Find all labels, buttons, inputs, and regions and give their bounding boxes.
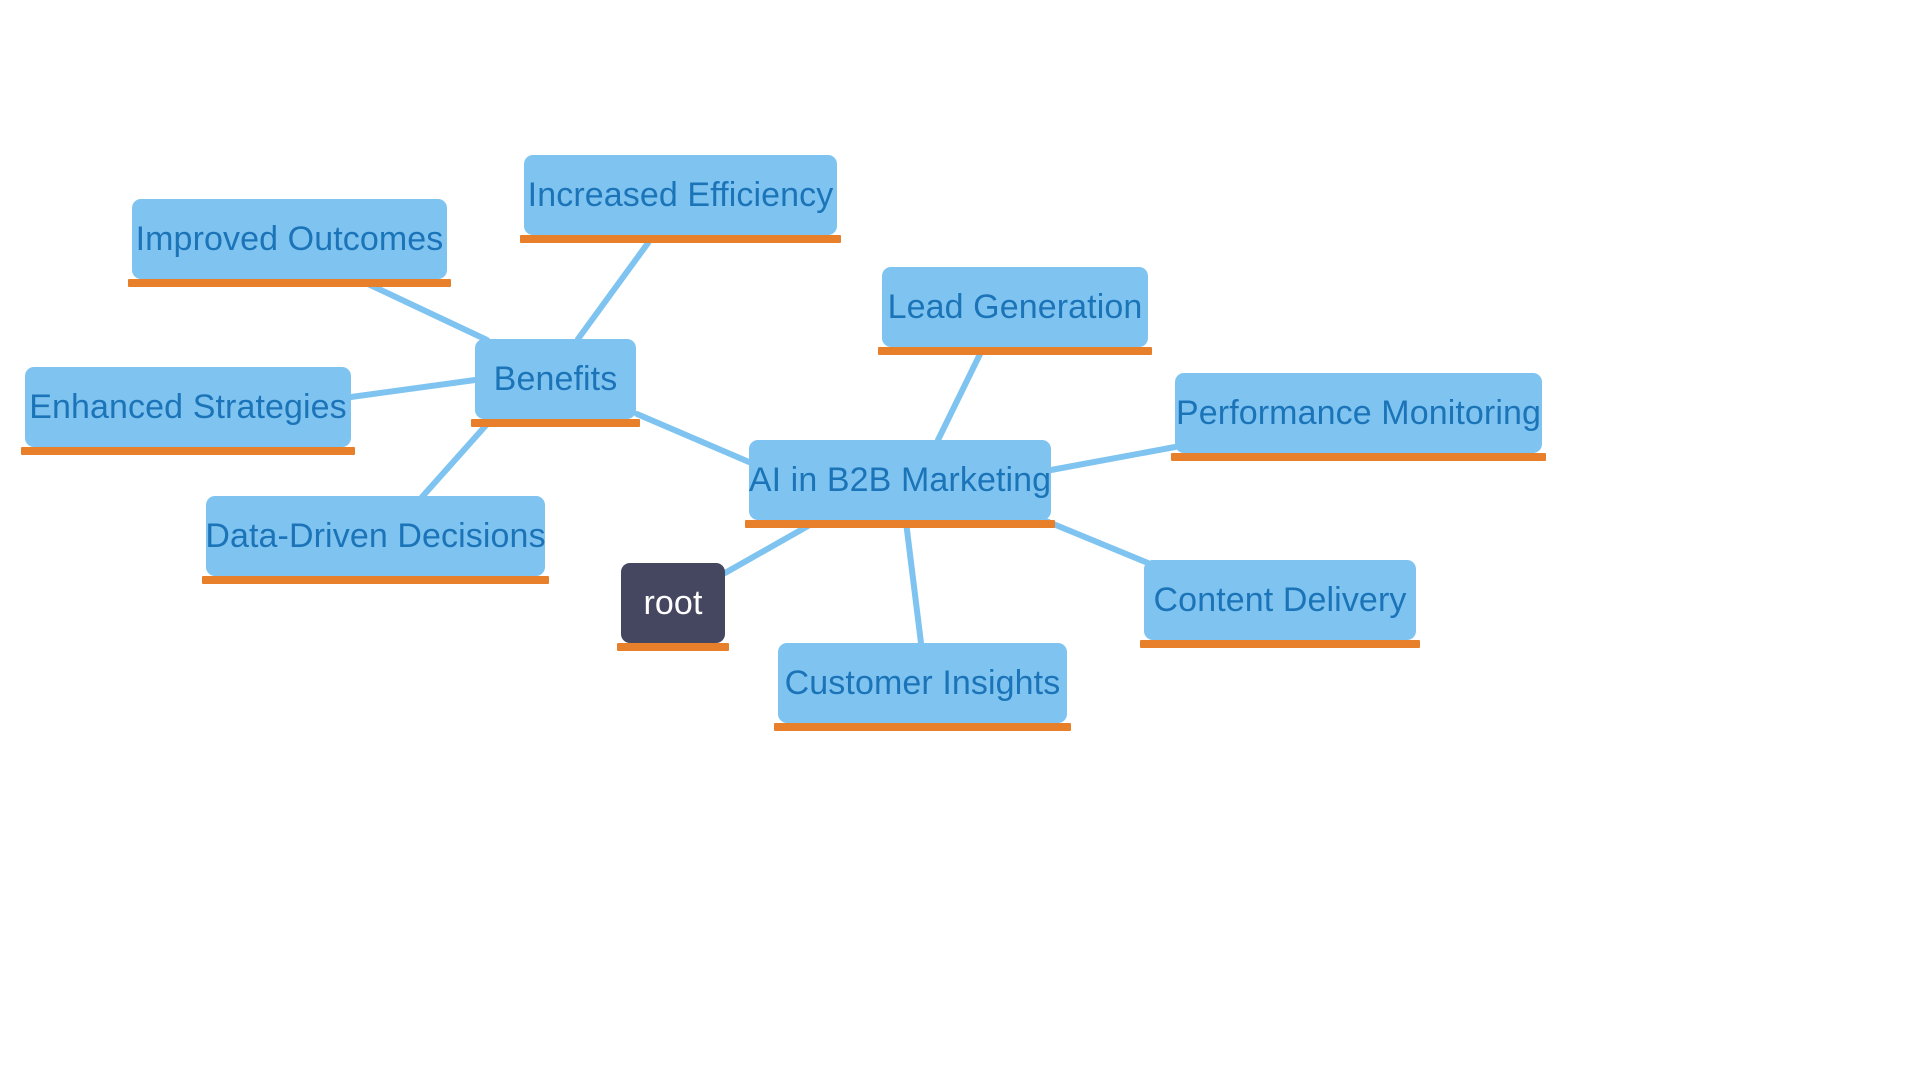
node-label-performance-monitoring: Performance Monitoring xyxy=(1175,393,1542,432)
node-underline-lead-generation xyxy=(878,347,1152,355)
node-label-lead-generation: Lead Generation xyxy=(887,287,1143,326)
node-label-increased-efficiency: Increased Efficiency xyxy=(527,175,834,214)
node-improved-outcomes[interactable]: Improved Outcomes xyxy=(128,199,451,287)
node-label-data-driven-decisions: Data-Driven Decisions xyxy=(205,516,546,555)
node-underline-root xyxy=(617,643,729,651)
edge-ai-b2b-to-lead-generation xyxy=(935,347,985,443)
node-label-customer-insights: Customer Insights xyxy=(784,663,1061,702)
node-enhanced-strategies[interactable]: Enhanced Strategies xyxy=(21,367,355,455)
edge-benefits-to-enhanced-strategies xyxy=(348,377,478,400)
node-data-driven-decisions[interactable]: Data-Driven Decisions xyxy=(202,496,549,584)
node-underline-enhanced-strategies xyxy=(21,447,355,455)
edge-benefits-to-data-driven-decisions xyxy=(419,420,491,500)
node-underline-performance-monitoring xyxy=(1171,453,1546,461)
node-benefits[interactable]: Benefits xyxy=(471,339,640,427)
node-root[interactable]: root xyxy=(617,563,729,651)
edge-ai-b2b-to-customer-insights xyxy=(903,519,924,646)
node-underline-benefits xyxy=(471,419,640,427)
edge-root-to-ai-b2b xyxy=(722,519,818,576)
edge-ai-b2b-to-benefits xyxy=(634,411,752,465)
node-label-content-delivery: Content Delivery xyxy=(1153,580,1407,619)
node-underline-ai-b2b xyxy=(745,520,1055,528)
node-label-enhanced-strategies: Enhanced Strategies xyxy=(29,387,347,426)
edge-ai-b2b-to-performance-monitoring xyxy=(1048,444,1178,473)
node-performance-monitoring[interactable]: Performance Monitoring xyxy=(1171,373,1546,461)
edge-ai-b2b-to-content-delivery xyxy=(1043,518,1151,566)
edge-benefits-to-improved-outcomes xyxy=(363,280,490,343)
node-label-benefits: Benefits xyxy=(493,359,618,398)
node-underline-data-driven-decisions xyxy=(202,576,549,584)
node-label-ai-b2b: AI in B2B Marketing xyxy=(748,460,1052,499)
node-underline-content-delivery xyxy=(1140,640,1420,648)
node-content-delivery[interactable]: Content Delivery xyxy=(1140,560,1420,648)
node-ai-b2b[interactable]: AI in B2B Marketing xyxy=(745,440,1055,528)
node-label-root: root xyxy=(643,583,703,622)
node-increased-efficiency[interactable]: Increased Efficiency xyxy=(520,155,841,243)
node-lead-generation[interactable]: Lead Generation xyxy=(878,267,1152,355)
node-label-improved-outcomes: Improved Outcomes xyxy=(135,219,444,258)
edge-benefits-to-increased-efficiency xyxy=(575,240,651,342)
node-underline-customer-insights xyxy=(774,723,1071,731)
node-customer-insights[interactable]: Customer Insights xyxy=(774,643,1071,731)
node-underline-improved-outcomes xyxy=(128,279,451,287)
node-underline-increased-efficiency xyxy=(520,235,841,243)
